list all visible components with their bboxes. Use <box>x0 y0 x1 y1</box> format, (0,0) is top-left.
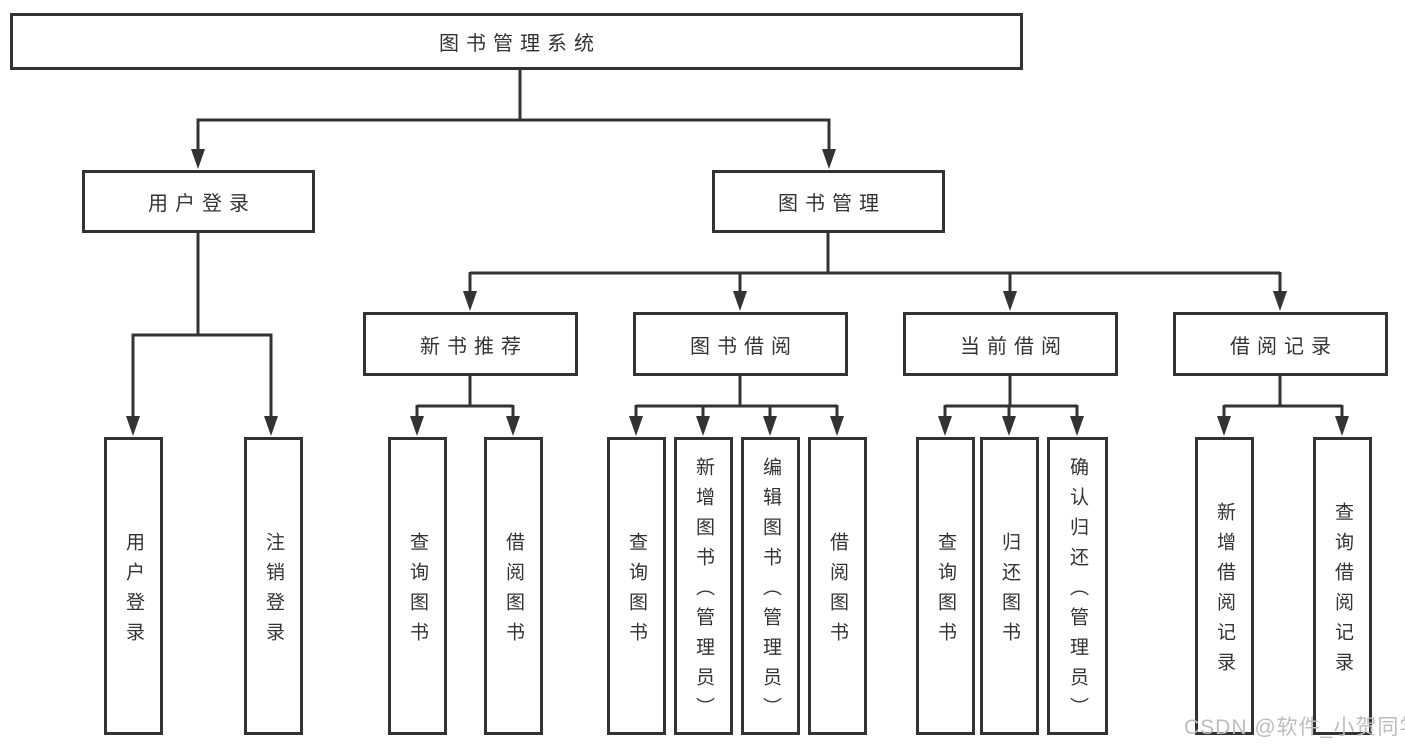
arrowheads <box>126 149 1349 436</box>
arrowhead <box>1070 416 1084 436</box>
node-borrowing-records: 借阅记录 <box>1173 312 1388 376</box>
node-current-borrowing: 当前借阅 <box>903 312 1118 376</box>
node-label: 用户登录 <box>148 193 256 215</box>
arrowhead <box>696 416 710 436</box>
node-label: 借阅记录 <box>1230 335 1338 358</box>
connector-bookmgmt-to-level3 <box>468 233 1282 294</box>
arrowhead <box>629 416 643 436</box>
arrowhead <box>822 149 836 169</box>
node-label: 当前借阅 <box>960 335 1068 358</box>
arrowhead <box>410 416 424 436</box>
leaf-query-borrow-record: 查询借阅记录 <box>1313 437 1372 735</box>
connector-userlogin-to-leaves <box>131 233 273 418</box>
node-user-login: 用户登录 <box>82 170 315 233</box>
leaf-edit-book-admin: 编辑图书（管理员） <box>741 437 800 735</box>
connector-currentborrow-to-leaves <box>943 376 1079 420</box>
leaf-query-book: 查询图书 <box>607 437 666 735</box>
leaf-label: 借阅图书 <box>503 531 524 652</box>
node-book-management: 图书管理 <box>712 170 945 233</box>
arrowhead <box>763 416 777 436</box>
node-label: 图书管理 <box>778 193 886 215</box>
arrowhead <box>463 291 477 311</box>
leaf-query-book: 查询图书 <box>388 437 447 735</box>
connector-borrowrecord-to-leaves <box>1222 376 1344 420</box>
leaf-confirm-return-admin: 确认归还（管理员） <box>1047 437 1108 735</box>
connector-root-to-level2 <box>196 69 831 152</box>
node-new-book-recommendation: 新书推荐 <box>363 312 578 376</box>
connector-newbook-to-leaves <box>415 376 515 420</box>
node-library-management-system: 图书管理系统 <box>10 13 1023 70</box>
leaf-label: 查询图书 <box>407 531 428 652</box>
arrowhead <box>1335 416 1349 436</box>
arrowhead <box>1003 291 1017 311</box>
arrowhead <box>733 291 747 311</box>
arrowhead <box>1217 416 1231 436</box>
watermark-text: CSDN @软件_小贺同学 <box>1184 716 1405 739</box>
node-book-borrowing: 图书借阅 <box>633 312 848 376</box>
arrowhead <box>938 416 952 436</box>
leaf-label: 新增借阅记录 <box>1214 501 1235 682</box>
leaf-label: 归还图书 <box>999 531 1020 652</box>
node-label: 图书管理系统 <box>439 33 601 55</box>
leaf-label: 用户登录 <box>123 531 144 652</box>
arrowhead <box>191 149 205 169</box>
leaf-label: 编辑图书（管理员） <box>760 456 781 727</box>
arrowhead <box>830 416 844 436</box>
leaf-label: 新增图书（管理员） <box>693 456 714 727</box>
leaf-logout: 注销登录 <box>244 437 303 735</box>
arrowhead <box>1002 416 1016 436</box>
leaf-return-book: 归还图书 <box>980 437 1039 735</box>
leaf-label: 借阅图书 <box>827 531 848 652</box>
arrowhead <box>264 416 278 436</box>
arrowhead <box>126 416 140 436</box>
leaf-label: 注销登录 <box>263 531 284 652</box>
arrowhead <box>1273 291 1287 311</box>
node-label: 新书推荐 <box>420 335 528 358</box>
leaf-label: 查询图书 <box>935 531 956 652</box>
leaf-user-login: 用户登录 <box>104 437 163 735</box>
leaf-borrow-book: 借阅图书 <box>808 437 867 735</box>
leaf-label: 查询图书 <box>626 531 647 652</box>
connector-bookborrow-to-leaves <box>634 376 839 420</box>
leaf-add-book-admin: 新增图书（管理员） <box>674 437 733 735</box>
leaf-label: 确认归还（管理员） <box>1067 456 1088 727</box>
leaf-borrow-book: 借阅图书 <box>484 437 543 735</box>
leaf-query-book: 查询图书 <box>916 437 975 735</box>
leaf-add-borrow-record: 新增借阅记录 <box>1195 437 1254 735</box>
arrowhead <box>506 416 520 436</box>
node-label: 图书借阅 <box>690 335 798 358</box>
leaf-label: 查询借阅记录 <box>1332 501 1353 682</box>
